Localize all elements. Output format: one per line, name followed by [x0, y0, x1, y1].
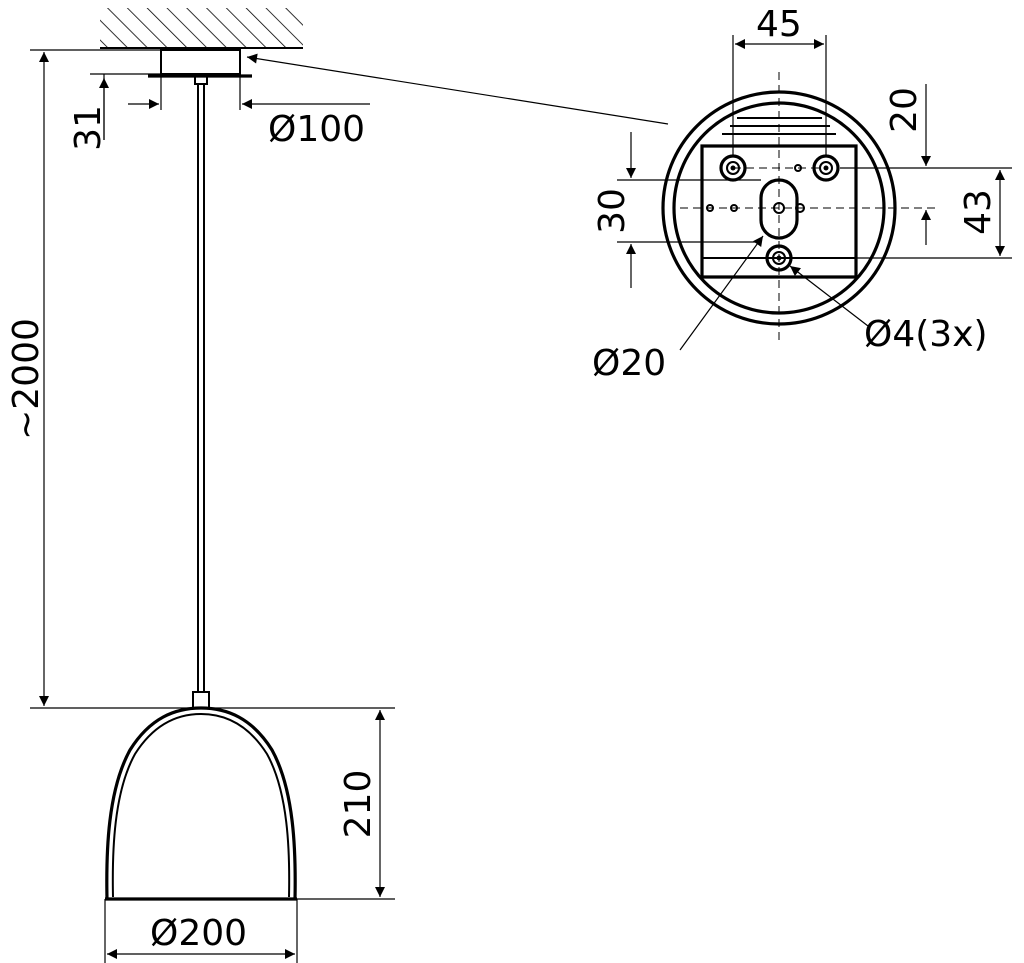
dimension-top-offset: 20: [840, 84, 1012, 245]
total-length-label: ~2000: [6, 318, 47, 440]
dimension-screw-holes: Ø4(3x): [789, 265, 988, 355]
shade-diameter-label: Ø200: [150, 913, 247, 954]
ceiling: [100, 8, 303, 49]
detail-leader: [246, 53, 669, 125]
dimension-canopy-height: 31: [68, 73, 160, 151]
dimension-center-hole: Ø20: [592, 235, 764, 384]
ceiling-canopy: [148, 49, 252, 85]
screw-holes-label: Ø4(3x): [864, 314, 988, 355]
top-offset-label: 20: [884, 87, 925, 133]
dimension-hole-spacing: 45: [732, 4, 827, 156]
center-cable-slot: [759, 178, 799, 240]
hole-spacing-label: 45: [756, 4, 802, 45]
dimension-vertical-spacing: 43: [791, 170, 1012, 259]
canopy-detail-view: [661, 72, 935, 345]
slot-length-label: 30: [592, 188, 633, 234]
dimension-canopy-diameter: Ø100: [128, 76, 370, 150]
dimension-total-length: ~2000: [6, 49, 395, 709]
screw-hole-left: [719, 154, 747, 182]
dimension-slot-length: 30: [592, 132, 761, 288]
shade-height-label: 210: [338, 770, 379, 839]
center-hole-label: Ø20: [592, 343, 666, 384]
suspension-cable: [197, 84, 205, 692]
canopy-height-label: 31: [68, 105, 109, 151]
lamp-shade: [105, 691, 297, 901]
canopy-diameter-label: Ø100: [268, 109, 365, 150]
vertical-spacing-label: 43: [958, 189, 999, 235]
dimension-shade-diameter: Ø200: [104, 899, 298, 963]
dimension-shade-height: 210: [297, 710, 395, 900]
